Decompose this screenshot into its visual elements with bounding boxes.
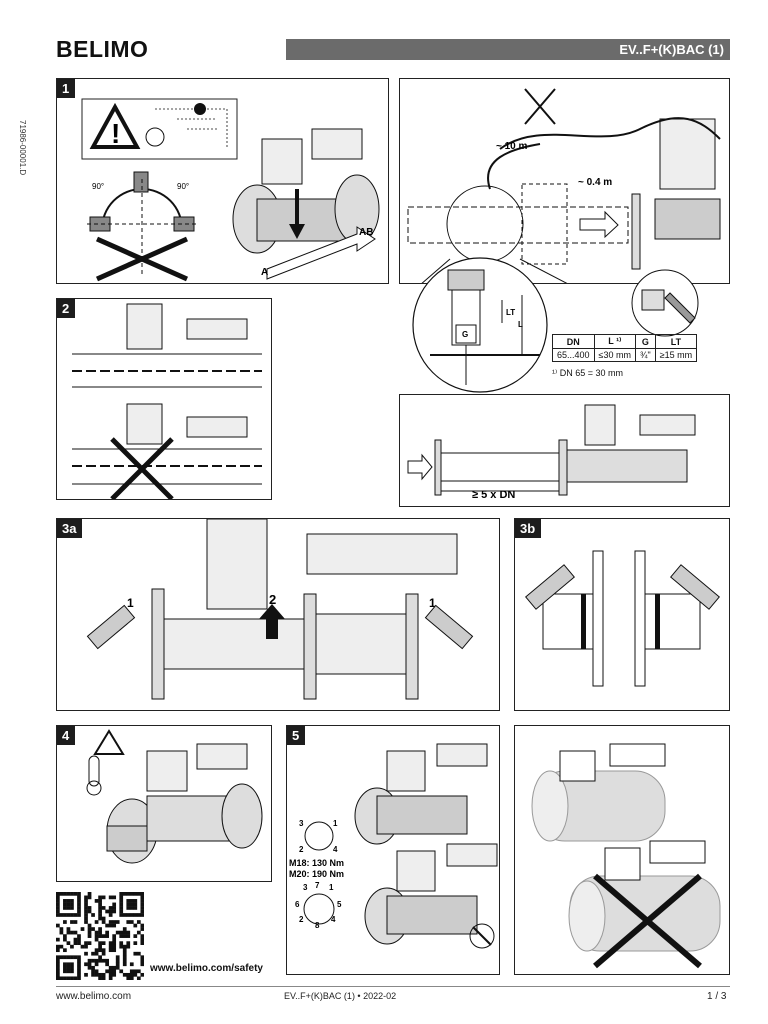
panel-2: 2 xyxy=(56,298,272,500)
panel-sensor-install: ~ 10 m ~ 0.4 m xyxy=(399,78,730,284)
table-header: LT xyxy=(654,334,698,349)
warning-icon xyxy=(89,102,141,149)
svg-text:≥ 5 x DN: ≥ 5 x DN xyxy=(472,489,515,501)
panel-number: 2 xyxy=(57,299,76,318)
table-header: L ¹⁾ xyxy=(593,334,636,349)
panel-4-illustration xyxy=(86,729,263,864)
footer-divider xyxy=(56,986,730,987)
panel-5: 5 3 1 2 4 M18: 130 Nm M20: 190 Nm 3 7 1 … xyxy=(286,725,500,975)
angle-right-label: 90° xyxy=(177,182,189,191)
panel-number: 3a xyxy=(57,519,83,538)
svg-text:M20: 190 Nm: M20: 190 Nm xyxy=(289,869,344,879)
svg-text:7: 7 xyxy=(315,881,320,890)
panel-2-illustration xyxy=(72,303,262,499)
panel-number: 4 xyxy=(57,726,76,745)
svg-text:G: G xyxy=(462,330,468,339)
svg-text:1: 1 xyxy=(429,596,436,610)
panel-number: 3b xyxy=(515,519,542,538)
panel-3a: 3a 2 1 1 xyxy=(56,518,500,711)
panel-1: 1 ! 90° 90° A AB xyxy=(56,78,389,284)
panel-number: 5 xyxy=(287,726,306,745)
table-footnote: ¹⁾ DN 65 = 30 mm xyxy=(552,368,623,378)
wrench-detail xyxy=(631,269,699,337)
document-title: EV..F+(K)BAC (1) xyxy=(286,39,730,60)
safety-link[interactable]: www.belimo.com/safety xyxy=(150,963,263,974)
svg-text:3: 3 xyxy=(303,883,308,892)
svg-text:LT: LT xyxy=(506,308,515,317)
svg-text:1: 1 xyxy=(127,596,134,610)
document-id: 71986-00001.D xyxy=(18,120,27,176)
angle-left-label: 90° xyxy=(92,182,104,191)
panel-number: 1 xyxy=(57,79,76,98)
panel-3b-illustration xyxy=(525,550,720,687)
svg-text:5: 5 xyxy=(337,900,342,909)
table-cell: ¾" xyxy=(634,348,656,362)
warning-icon xyxy=(93,729,125,755)
svg-text:!: ! xyxy=(111,118,120,149)
svg-text:6: 6 xyxy=(295,900,300,909)
panel-5-illustration: 3 1 2 4 M18: 130 Nm M20: 190 Nm 3 7 1 6 … xyxy=(289,743,498,949)
straight-run-illustration: ≥ 5 x DN xyxy=(407,404,696,501)
svg-text:8: 8 xyxy=(315,921,320,930)
belimo-logo: BELIMO xyxy=(56,36,149,62)
panel-insulation xyxy=(514,725,730,975)
panel-3b: 3b xyxy=(514,518,730,711)
panel-4: 4 xyxy=(56,725,272,882)
page-number: 1 / 3 xyxy=(707,991,727,1002)
svg-text:2: 2 xyxy=(299,845,304,854)
svg-text:L: L xyxy=(518,320,523,329)
table-header: G xyxy=(634,334,656,349)
svg-text:4: 4 xyxy=(333,845,338,854)
svg-text:1: 1 xyxy=(329,883,334,892)
sensor-detail-zoom: G LT L xyxy=(412,257,548,393)
panel-straight-run: ≥ 5 x DN xyxy=(399,394,730,507)
svg-text:2: 2 xyxy=(299,915,304,924)
qr-code[interactable] xyxy=(56,892,144,980)
svg-text:2: 2 xyxy=(269,592,276,607)
footer-website[interactable]: www.belimo.com xyxy=(56,991,132,1002)
svg-text:3: 3 xyxy=(299,819,304,828)
svg-text:1: 1 xyxy=(333,819,338,828)
table-header: DN xyxy=(552,334,595,349)
thermometer-icon xyxy=(88,755,100,787)
svg-text:M18: 130 Nm: M18: 130 Nm xyxy=(289,858,344,868)
svg-text:~ 0.4 m: ~ 0.4 m xyxy=(578,177,612,188)
svg-text:~ 10 m: ~ 10 m xyxy=(496,141,528,152)
table-cell: ≥15 mm xyxy=(654,348,698,362)
insulation-illustration xyxy=(531,743,721,969)
table-cell: 65...400 xyxy=(552,348,595,362)
svg-text:A: A xyxy=(261,267,268,278)
panel-3a-illustration: 2 1 1 xyxy=(86,519,474,700)
sensor-spec-table: DN L ¹⁾ G LT 65...400 ≤30 mm ¾" ≥15 mm xyxy=(552,334,698,362)
svg-text:AB: AB xyxy=(359,227,373,238)
svg-text:4: 4 xyxy=(331,915,336,924)
footer-doc-info: EV..F+(K)BAC (1) • 2022-02 xyxy=(284,991,397,1001)
panel-1-illustration: ! 90° 90° A AB xyxy=(81,98,380,282)
table-cell: ≤30 mm xyxy=(593,348,636,362)
sensor-install-illustration: ~ 10 m ~ 0.4 m xyxy=(407,88,721,283)
